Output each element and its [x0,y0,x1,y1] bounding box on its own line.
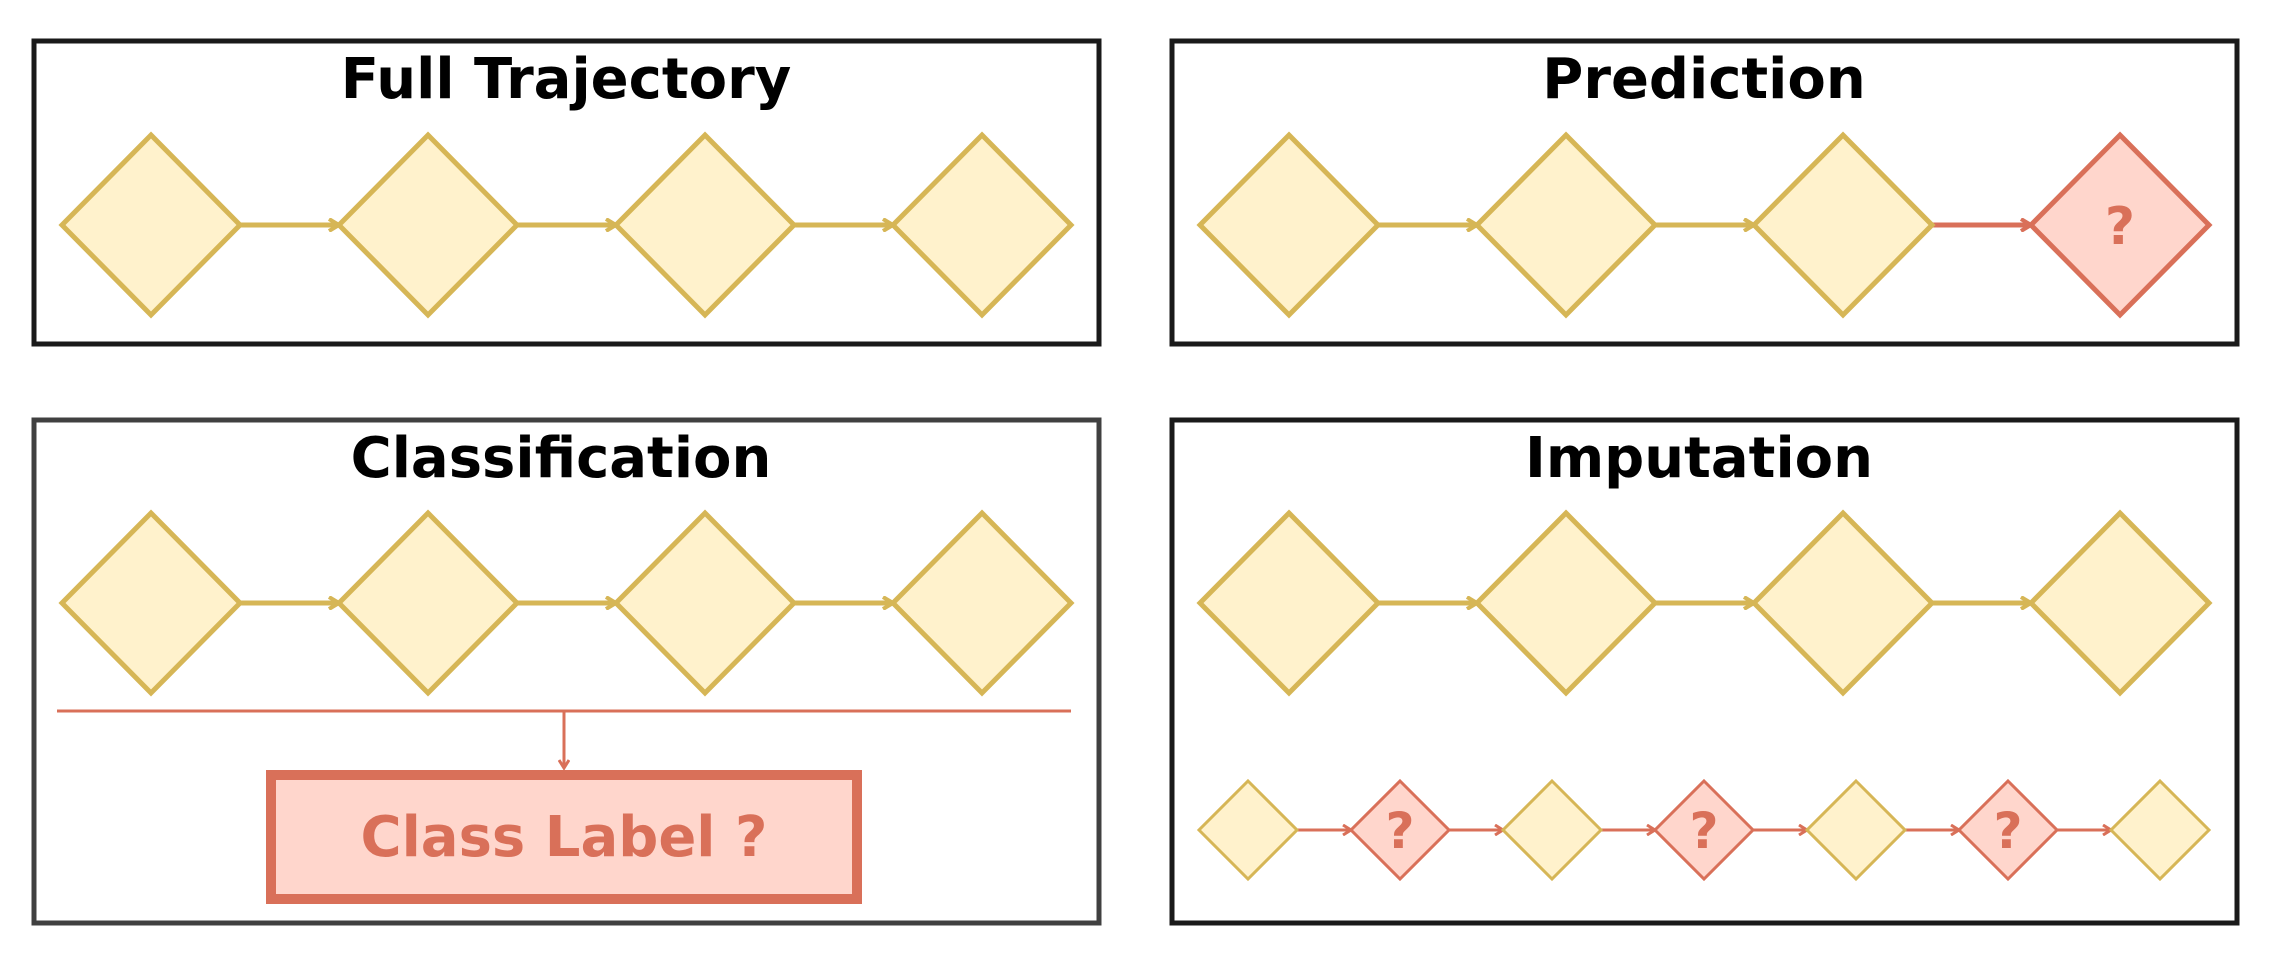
state-node-small [1804,778,1908,882]
missing-state-node [1956,778,2060,882]
state-node [58,509,244,697]
state-node [612,131,798,319]
panel-prediction: Prediction ? [1169,38,2240,347]
panel-border [31,417,1102,926]
state-node [1196,509,1382,697]
panel-border [31,38,1102,347]
panel-title: Imputation [1525,426,1873,491]
class-label-text: Class Label ? [361,805,768,870]
panel-border [1169,417,2240,926]
panel-classification: Classification Class Label ? [31,417,1102,926]
state-node [1473,509,1659,697]
unknown-symbol: ? [2105,197,2135,257]
state-node [889,131,1075,319]
unknown-symbol: ? [1993,802,2022,860]
state-node [2027,509,2213,697]
unknown-symbol: ? [1385,802,1414,860]
state-node [58,131,244,319]
state-node [1750,509,1936,697]
state-node [1473,131,1659,319]
panel-border [1169,38,2240,347]
state-node-small [1196,778,1300,882]
state-node-small [1500,778,1604,882]
missing-state-node [1348,778,1452,882]
panel-title: Classification [351,426,772,491]
panel-title: Prediction [1542,47,1865,112]
class-label-box [266,770,862,904]
panel-title: Full Trajectory [341,47,791,112]
panel-full-trajectory: Full Trajectory [31,38,1102,347]
state-node [1196,131,1382,319]
state-node [612,509,798,697]
state-node [335,509,521,697]
panel-imputation: Imputation ? ? ? [1169,417,2240,926]
state-node [1750,131,1936,319]
state-node [889,509,1075,697]
unknown-symbol: ? [1689,802,1718,860]
state-node-small [2108,778,2212,882]
state-node [335,131,521,319]
unknown-state-node [2027,131,2213,319]
missing-state-node [1652,778,1756,882]
